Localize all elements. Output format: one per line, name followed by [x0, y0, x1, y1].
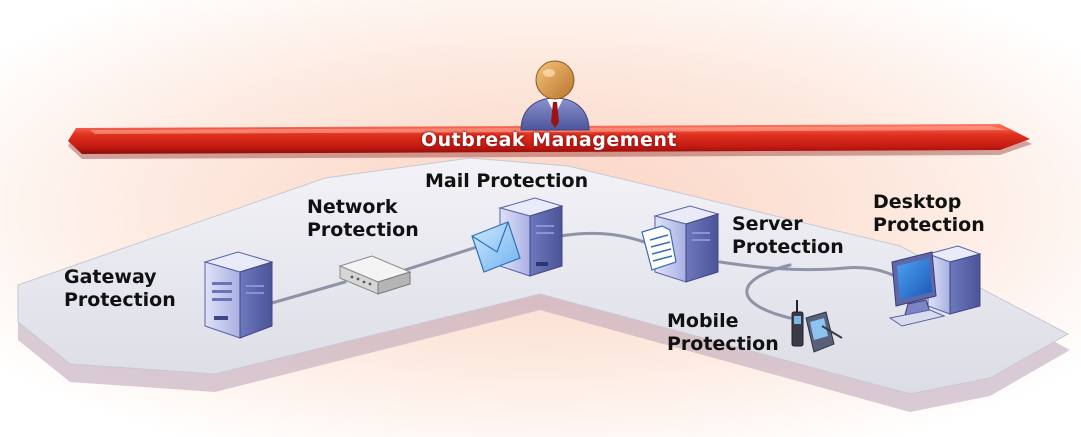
file-server-icon [641, 205, 720, 283]
mobile-label-line2: Protection [667, 333, 779, 355]
mobile-devices-icon [791, 300, 843, 353]
platform [17, 157, 1070, 412]
mail-label-line1: Mail Protection [425, 170, 589, 192]
server-protection-label: Server Protection [732, 213, 844, 259]
mobile-label-line1: Mobile [667, 310, 739, 332]
outbreak-banner [68, 124, 1032, 159]
desktop-computer-icon [888, 245, 982, 327]
desktop-label-line1: Desktop [873, 191, 962, 213]
banner-title: Outbreak Management [420, 129, 678, 151]
desktop-label-line2: Protection [873, 214, 985, 236]
network-protection-label: Network Protection [307, 196, 419, 242]
network-label-line1: Network [307, 196, 398, 218]
gateway-protection-label: Gateway Protection [64, 266, 176, 312]
network-appliance-icon [338, 255, 412, 295]
document-icon [641, 225, 677, 271]
mobile-protection-label: Mobile Protection [667, 310, 779, 356]
mail-server-icon [471, 197, 564, 277]
network-label-line2: Protection [307, 219, 419, 241]
desktop-protection-label: Desktop Protection [873, 191, 985, 237]
server-label-line1: Server [732, 213, 803, 235]
server-label-line2: Protection [732, 236, 844, 258]
manager-person-icon [520, 60, 590, 131]
server-tower-icon [203, 251, 274, 339]
gateway-label-line2: Protection [64, 289, 176, 311]
envelope-icon [471, 221, 521, 273]
gateway-label-line1: Gateway [64, 266, 157, 288]
mail-protection-label: Mail Protection [425, 170, 588, 193]
